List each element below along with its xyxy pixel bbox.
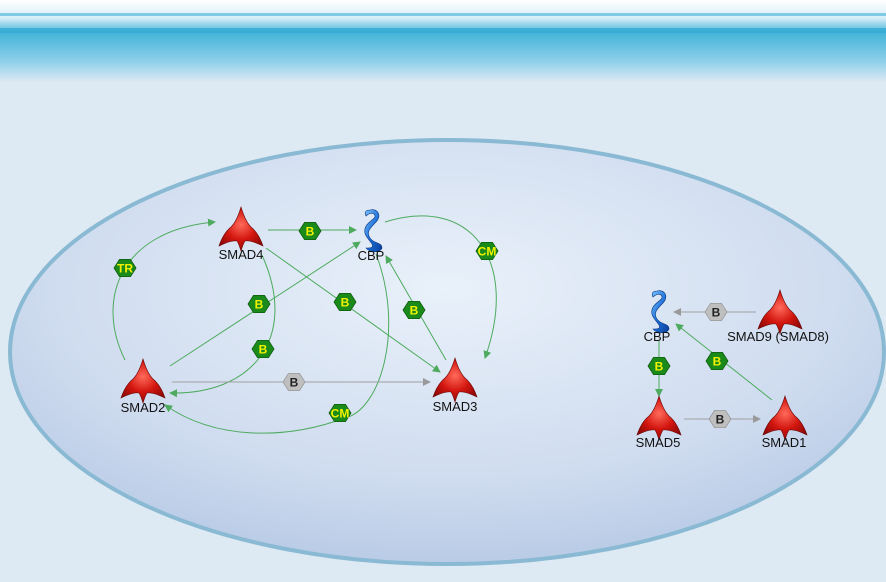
- node-cbp-main[interactable]: CBP: [358, 209, 385, 263]
- node-smad1[interactable]: SMAD1: [762, 395, 808, 450]
- badge-label: B: [410, 304, 419, 318]
- node-cbp-right[interactable]: CBP: [644, 290, 671, 344]
- badge-b-smad2-cbp[interactable]: B: [247, 294, 271, 314]
- badge-b-smad4-smad3[interactable]: B: [333, 292, 357, 312]
- badge-b-smad2-smad3[interactable]: B: [282, 372, 306, 392]
- badge-cm-smad3-smad2[interactable]: CM: [328, 403, 352, 423]
- badge-b-smad9-cbp[interactable]: B: [704, 302, 728, 322]
- badge-label: B: [655, 360, 664, 374]
- badge-hexagon-icon: [113, 258, 137, 278]
- badge-b-smad4-cbp[interactable]: B: [298, 221, 322, 241]
- badge-hexagon-icon: [298, 221, 322, 241]
- edge-smad4-smad3: [265, 247, 441, 373]
- badge-tr[interactable]: TR: [113, 258, 137, 278]
- node-smad2[interactable]: SMAD2: [121, 358, 166, 415]
- node-smad3[interactable]: SMAD3: [433, 357, 478, 414]
- node-smad4[interactable]: SMAD4: [219, 206, 264, 262]
- badge-label: B: [306, 225, 315, 239]
- smad1-label: SMAD1: [762, 435, 807, 450]
- badge-label: B: [716, 413, 725, 427]
- badge-hexagon-icon: [647, 356, 671, 376]
- node-smad9[interactable]: SMAD9 (SMAD8): [727, 289, 829, 344]
- badge-cm-cbp-smad3[interactable]: CM: [475, 241, 499, 261]
- badge-b-smad5-smad1[interactable]: B: [708, 409, 732, 429]
- badge-hexagon-icon: [251, 339, 275, 359]
- cell-membrane: [0, 0, 886, 82]
- smad9-label: SMAD9 (SMAD8): [727, 329, 829, 344]
- badge-label: B: [713, 355, 722, 369]
- edge-cbp-smad3: [384, 215, 497, 359]
- badge-hexagon-icon: [328, 403, 352, 423]
- badge-label: TR: [117, 262, 133, 276]
- badge-label: CM: [331, 407, 350, 421]
- badge-hexagon-icon: [333, 292, 357, 312]
- smad4-label: SMAD4: [219, 247, 264, 262]
- cbp-right-label: CBP: [644, 329, 671, 344]
- smad5-label: SMAD5: [636, 435, 681, 450]
- nucleus-compartment: [8, 138, 886, 566]
- badge-hexagon-icon: [402, 300, 426, 320]
- smad2-label: SMAD2: [121, 400, 166, 415]
- badge-label: B: [290, 376, 299, 390]
- badge-label: B: [259, 343, 268, 357]
- badge-b-smad4-smad2[interactable]: B: [251, 339, 275, 359]
- badge-b-smad3-cbp[interactable]: B: [402, 300, 426, 320]
- badge-b-cbp-smad5[interactable]: B: [647, 356, 671, 376]
- badge-label: B: [712, 306, 721, 320]
- badge-hexagon-icon: [704, 302, 728, 322]
- smad3-label: SMAD3: [433, 399, 478, 414]
- badge-label: B: [341, 296, 350, 310]
- node-smad5[interactable]: SMAD5: [636, 395, 682, 450]
- badge-hexagon-icon: [708, 409, 732, 429]
- badge-b-smad1-cbp[interactable]: B: [705, 351, 729, 371]
- badge-hexagon-icon: [247, 294, 271, 314]
- badge-hexagon-icon: [282, 372, 306, 392]
- badge-hexagon-icon: [475, 241, 499, 261]
- cbp-main-label: CBP: [358, 248, 385, 263]
- badge-label: CM: [478, 245, 497, 259]
- badge-label: B: [255, 298, 264, 312]
- badge-hexagon-icon: [705, 351, 729, 371]
